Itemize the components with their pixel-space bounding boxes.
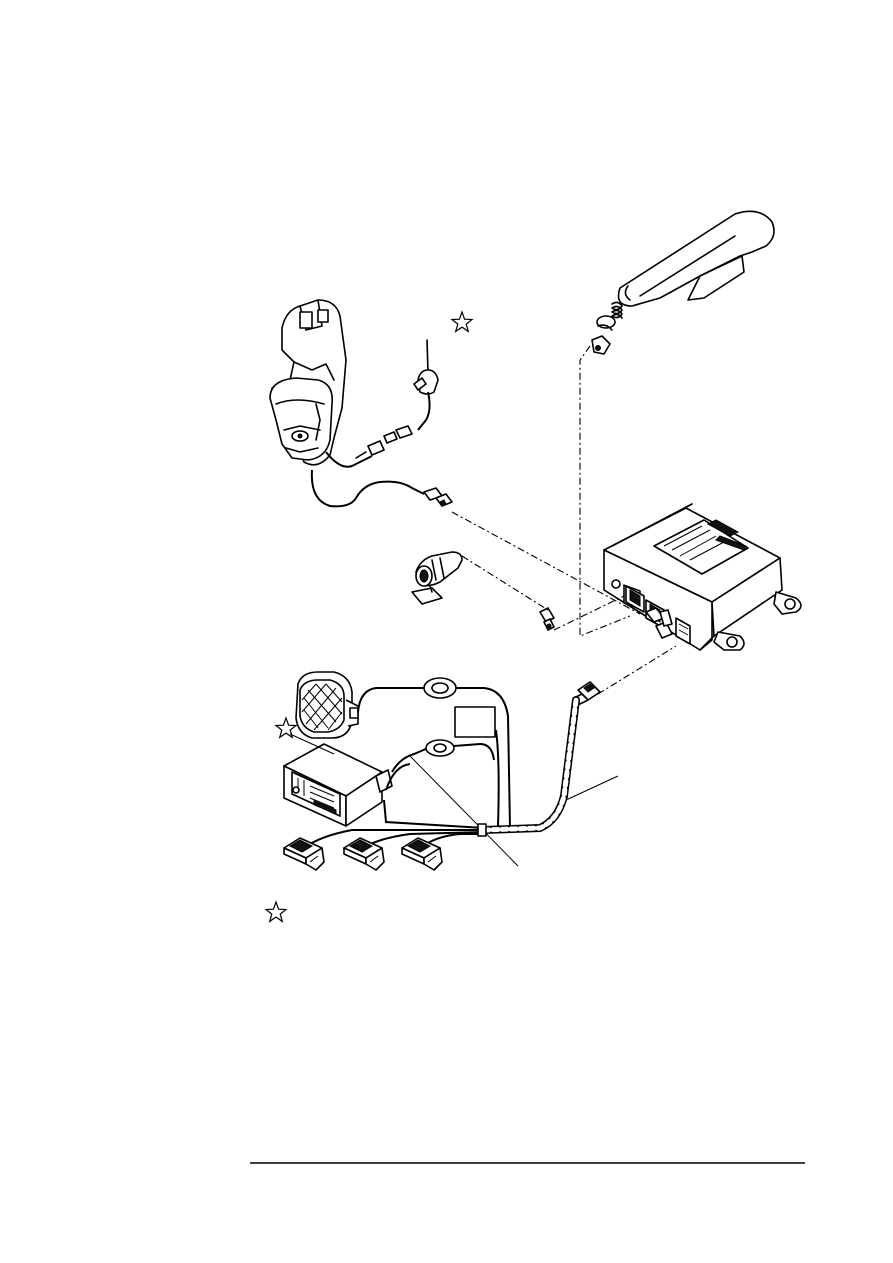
wiring-harness xyxy=(303,677,519,867)
microphone-plug xyxy=(539,607,555,631)
relay-box xyxy=(454,706,496,738)
speaker-icon xyxy=(295,671,359,739)
cradle-cables xyxy=(310,451,425,508)
cradle-connector xyxy=(423,487,453,507)
cable-icon xyxy=(477,696,619,837)
fuse-icon xyxy=(283,837,443,871)
radio-icon xyxy=(283,743,393,827)
handset-icon xyxy=(591,210,775,355)
star-icon xyxy=(450,310,474,333)
radio-pointer xyxy=(289,733,335,755)
antenna-icon xyxy=(355,339,439,459)
star-icon xyxy=(274,716,298,739)
connection-lines xyxy=(451,345,677,695)
cradle-icon xyxy=(269,299,347,466)
box-connectors xyxy=(645,607,673,639)
microphone-icon xyxy=(411,551,463,605)
star-icon xyxy=(264,900,288,923)
control-box-icon xyxy=(603,503,802,651)
